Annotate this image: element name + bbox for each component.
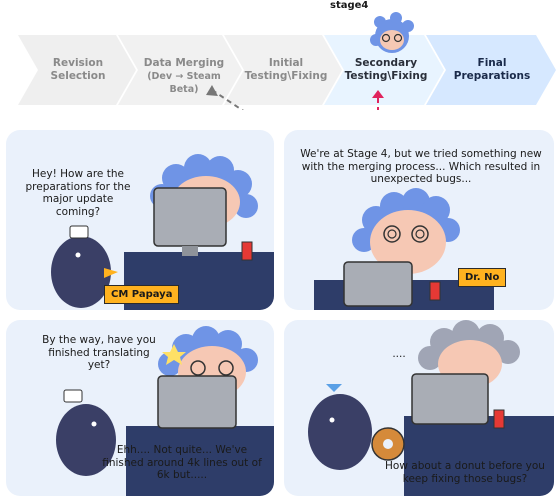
- step-4-line2: Testing\Fixing: [344, 70, 428, 82]
- step-2-line2: (Dev → Steam Beta): [147, 71, 221, 95]
- papaya-character: [308, 384, 372, 470]
- step-1-arrow: [18, 35, 136, 105]
- dizzy-eye-icon: [411, 225, 429, 243]
- desk: [126, 426, 274, 496]
- monitor-icon: [157, 375, 237, 429]
- step-1-line1: Revision: [52, 57, 104, 69]
- name-tag-cm-papaya: CM Papaya: [104, 285, 180, 304]
- comic-panel-3: By the way, have you finished translatin…: [6, 320, 274, 496]
- stage4-mascot-icon: [370, 12, 414, 53]
- energy-drink-icon: [493, 409, 505, 429]
- desk: [404, 416, 554, 496]
- panel-3-art: [56, 326, 274, 496]
- name-tag-dr-no: Dr. No: [458, 268, 507, 287]
- step-4-label: Secondary Testing\Fixing: [336, 57, 436, 83]
- coffee-cup-icon: [69, 225, 89, 239]
- energy-drink-icon: [429, 281, 441, 301]
- speech-bubble-p1: Hey! How are the preparations for the ma…: [25, 168, 131, 218]
- dizzy-eye-icon: [383, 225, 401, 243]
- process-arrows: [18, 12, 556, 110]
- panel-4-art: [308, 320, 554, 496]
- energy-drink-icon: [241, 241, 253, 261]
- step-3-line1: Initial: [268, 57, 304, 69]
- papaya-character: [51, 225, 118, 308]
- step-5-line2: Preparations: [453, 70, 531, 82]
- step-3-line2: Testing\Fixing: [244, 70, 328, 82]
- papaya-character: [56, 389, 116, 476]
- step-5-label: Final Preparations: [442, 57, 542, 83]
- step-2-label: Data Merging (Dev → Steam Beta): [132, 57, 236, 96]
- speech-bubble-p3-bottom: Ehh.... Not quite... We've finished arou…: [102, 444, 262, 481]
- comic-panel-4: .... How about a donut before you keep f…: [284, 320, 554, 496]
- process-steps: stage4 Revision Selection Data Merging (…: [0, 0, 559, 110]
- dashed-pointer-gray: [211, 89, 244, 110]
- monitor-icon: [411, 373, 489, 425]
- step-4-arrow: [324, 35, 444, 105]
- monitor-icon: [153, 187, 227, 247]
- step-3-label: Initial Testing\Fixing: [238, 57, 334, 83]
- comic-panel-2: We're at Stage 4, but we tried something…: [284, 130, 554, 310]
- speech-bubble-p2: We're at Stage 4, but we tried something…: [300, 148, 542, 185]
- step-5-line1: Final: [477, 57, 507, 69]
- step-4-line1: Secondary: [354, 57, 418, 69]
- step-2-line1: Data Merging: [143, 57, 225, 69]
- coffee-cup-icon: [63, 389, 83, 403]
- panel-1-art: [51, 154, 274, 310]
- speech-bubble-p4: How about a donut before you keep fixing…: [385, 460, 545, 485]
- ellipsis-bubble-p4: ....: [392, 348, 406, 360]
- stage-label: stage4: [330, 0, 369, 11]
- step-1-label: Revision Selection: [42, 57, 114, 83]
- step-5-arrow: [426, 35, 556, 105]
- speech-bubble-p3-top: By the way, have you finished translatin…: [42, 334, 156, 371]
- step-1-line2: Selection: [50, 70, 106, 82]
- comic-panel-1: Hey! How are the preparations for the ma…: [6, 130, 274, 310]
- step-3-arrow: [224, 35, 342, 105]
- monitor-icon: [343, 261, 413, 307]
- water-drop-icon: [326, 384, 342, 392]
- sparkle-icon: [162, 344, 186, 365]
